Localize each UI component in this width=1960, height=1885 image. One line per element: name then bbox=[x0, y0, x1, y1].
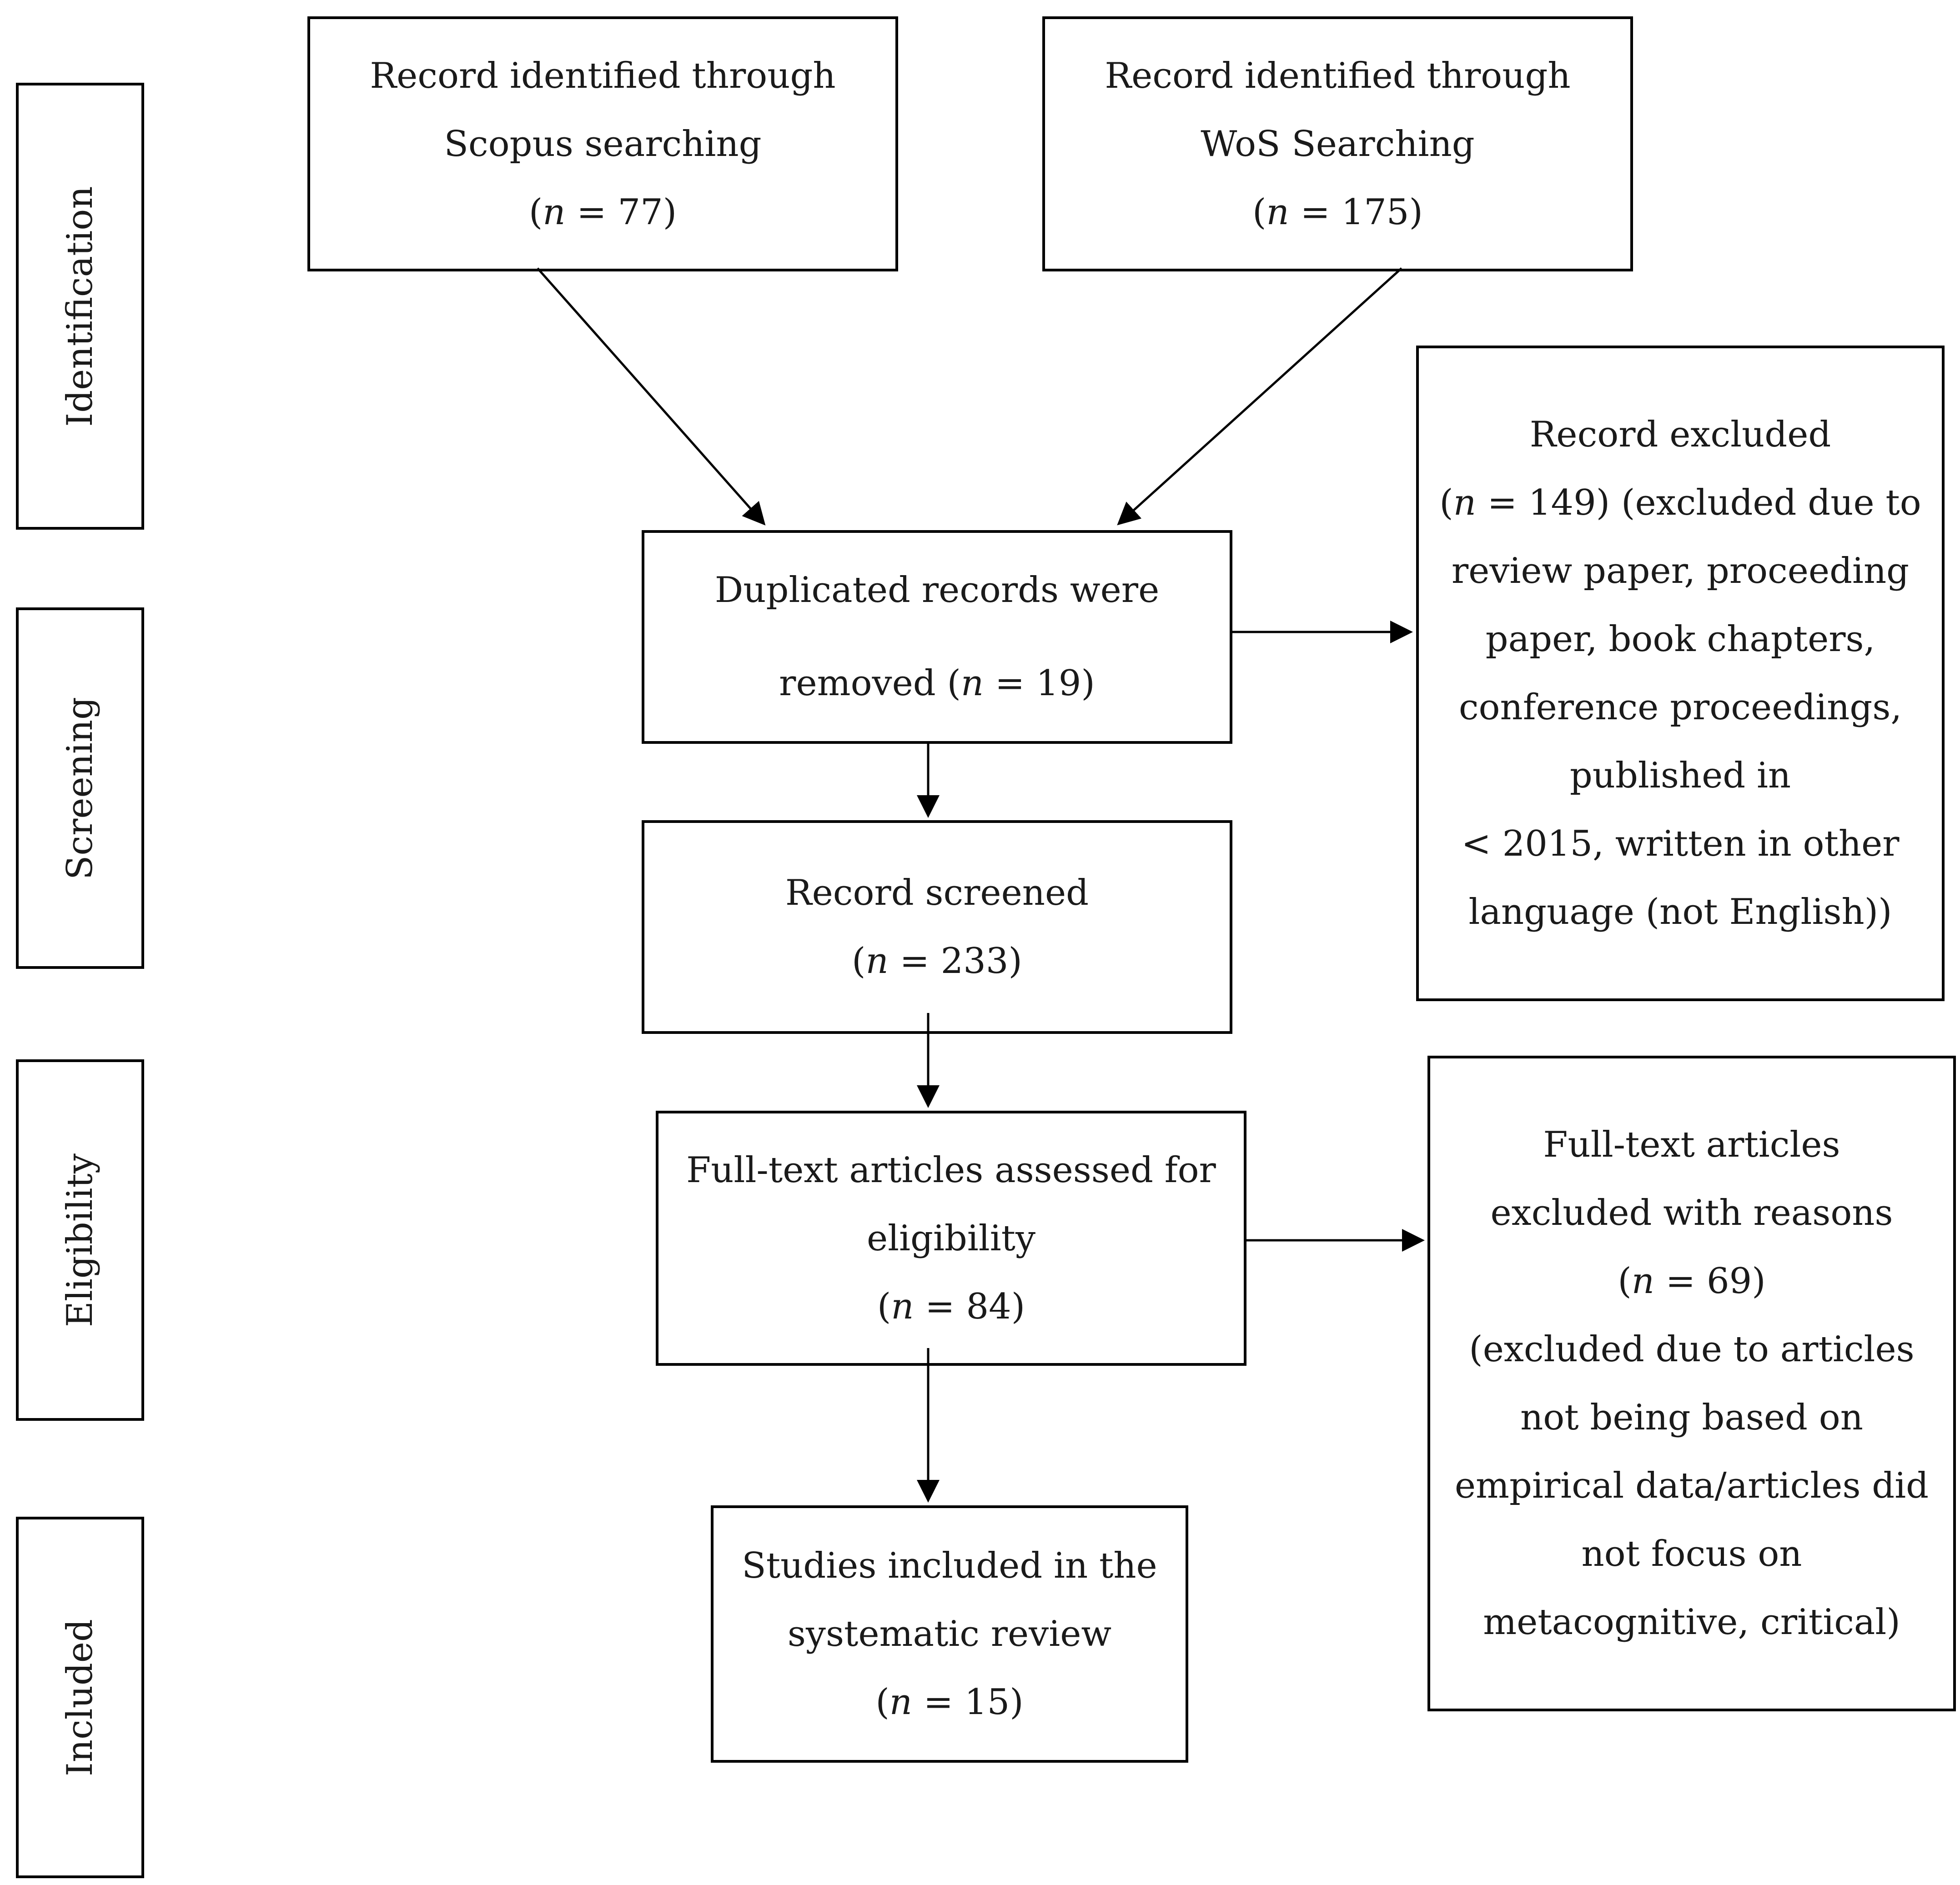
scopus-count-prefix: ( bbox=[528, 191, 543, 233]
duplicates-prefix: removed ( bbox=[779, 663, 961, 704]
included-n-symbol: n bbox=[889, 1682, 913, 1723]
wos-line1: Record identified through bbox=[1105, 55, 1571, 96]
fulltext-line1: Full-text articles assessed for bbox=[686, 1149, 1216, 1191]
scopus-line2: Scopus searching bbox=[444, 123, 762, 165]
stage-identification: Identification bbox=[16, 83, 144, 530]
wos-count-suffix: = 175) bbox=[1289, 191, 1423, 233]
studies-included-box: Studies included in the systematic revie… bbox=[711, 1505, 1188, 1763]
record-excluded-box: Record excluded (n = 149) (excluded due … bbox=[1416, 346, 1945, 1001]
screened-n-symbol: n bbox=[865, 941, 889, 982]
fulltext-excluded-line1: Full-text articles bbox=[1543, 1124, 1840, 1165]
fulltext-excluded-line2: excluded with reasons bbox=[1490, 1193, 1893, 1233]
record-excluded-line3: review paper, proceeding bbox=[1451, 551, 1910, 592]
fulltext-n-symbol: n bbox=[891, 1286, 914, 1327]
scopus-count: (n = 77) bbox=[529, 178, 677, 246]
fulltext-count-suffix: = 84) bbox=[914, 1286, 1025, 1327]
fulltext-excluded-line4: (excluded due to articles bbox=[1469, 1329, 1915, 1370]
duplicates-line1: Duplicated records were bbox=[714, 570, 1160, 611]
record-screened-box: Record screened (n = 233) bbox=[642, 820, 1232, 1034]
screened-count: (n = 233) bbox=[852, 927, 1022, 995]
record-excluded-line5: conference proceedings, bbox=[1458, 687, 1902, 728]
fulltext-excluded-line5: not being based on bbox=[1520, 1397, 1863, 1438]
included-line2: systematic review bbox=[787, 1614, 1112, 1654]
record-excluded-n-symbol: n bbox=[1453, 482, 1476, 523]
duplicates-suffix: = 19) bbox=[984, 663, 1095, 704]
scopus-count-suffix: = 77) bbox=[565, 191, 677, 233]
wos-records-box: Record identified through WoS Searching … bbox=[1042, 16, 1633, 271]
fulltext-count: (n = 84) bbox=[877, 1273, 1025, 1341]
wos-line2: WoS Searching bbox=[1201, 123, 1475, 165]
included-line1: Studies included in the bbox=[742, 1545, 1157, 1586]
duplicates-n-symbol: n bbox=[960, 663, 984, 704]
wos-count: (n = 175) bbox=[1252, 178, 1423, 246]
wos-n-symbol: n bbox=[1266, 191, 1289, 233]
arrow-wos-to-duplicates bbox=[1117, 267, 1402, 526]
fulltext-assessed-box: Full-text articles assessed for eligibil… bbox=[656, 1111, 1246, 1366]
scopus-line1: Record identified through bbox=[370, 55, 836, 96]
fulltext-count-prefix: ( bbox=[877, 1286, 891, 1327]
fulltext-line2: eligibility bbox=[866, 1218, 1036, 1259]
screened-line1: Record screened bbox=[785, 872, 1089, 913]
stage-eligibility: Eligibility bbox=[16, 1059, 144, 1421]
record-excluded-prefix: ( bbox=[1439, 482, 1453, 523]
included-count-suffix: = 15) bbox=[912, 1682, 1024, 1723]
scopus-n-symbol: n bbox=[543, 191, 566, 233]
record-excluded-suffix: = 149) (excluded due to bbox=[1476, 482, 1921, 523]
scopus-records-box: Record identified through Scopus searchi… bbox=[307, 16, 898, 271]
fulltext-excluded-count-prefix: ( bbox=[1618, 1261, 1632, 1302]
record-excluded-line1: Record excluded bbox=[1529, 414, 1831, 455]
duplicates-line2: removed (n = 19) bbox=[779, 637, 1095, 730]
screened-count-prefix: ( bbox=[852, 941, 866, 982]
screened-count-suffix: = 233) bbox=[888, 941, 1022, 982]
fulltext-excluded-line6: empirical data/articles did bbox=[1454, 1465, 1929, 1506]
record-excluded-line2: (n = 149) (excluded due to bbox=[1439, 469, 1921, 537]
arrow-scopus-to-duplicates bbox=[537, 267, 766, 526]
fulltext-excluded-box: Full-text articles excluded with reasons… bbox=[1427, 1056, 1956, 1711]
stage-included: Included bbox=[16, 1517, 144, 1878]
record-excluded-line4: paper, book chapters, bbox=[1485, 619, 1875, 660]
included-count-prefix: ( bbox=[875, 1682, 890, 1723]
fulltext-excluded-count-suffix: = 69) bbox=[1654, 1261, 1766, 1302]
wos-count-prefix: ( bbox=[1252, 191, 1266, 233]
record-excluded-line8: language (not English)) bbox=[1468, 892, 1892, 932]
fulltext-excluded-line7: not focus on bbox=[1581, 1534, 1802, 1574]
stage-screening: Screening bbox=[16, 607, 144, 969]
record-excluded-line7: < 2015, written in other bbox=[1461, 823, 1900, 864]
fulltext-excluded-n-symbol: n bbox=[1631, 1261, 1655, 1302]
fulltext-excluded-line8: metacognitive, critical) bbox=[1483, 1602, 1900, 1643]
record-excluded-line6: published in bbox=[1569, 755, 1791, 796]
fulltext-excluded-count: (n = 69) bbox=[1618, 1247, 1765, 1315]
duplicates-removed-box: Duplicated records were removed (n = 19) bbox=[642, 530, 1232, 744]
included-count: (n = 15) bbox=[875, 1668, 1023, 1736]
